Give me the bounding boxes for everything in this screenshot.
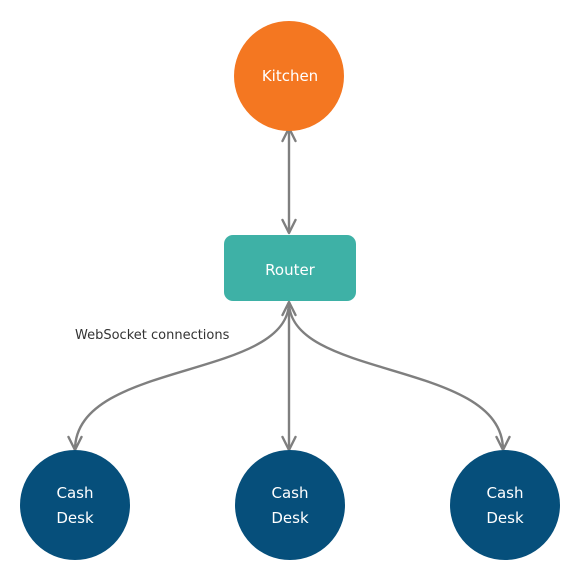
arrowhead-cash-desk-3 xyxy=(495,435,511,452)
node-cash-desk-2[interactable]: Cash Desk xyxy=(235,450,345,560)
cash-desk-2-circle xyxy=(235,450,345,560)
cash-desk-3-label-line2: Desk xyxy=(486,509,524,527)
cash-desk-3-label-line1: Cash xyxy=(487,484,524,502)
node-cash-desk-1[interactable]: Cash Desk xyxy=(20,450,130,560)
node-cash-desk-3[interactable]: Cash Desk xyxy=(450,450,560,560)
cash-desk-1-circle xyxy=(20,450,130,560)
cash-desk-1-label-line2: Desk xyxy=(56,509,94,527)
arrowhead-router-top xyxy=(281,218,297,235)
node-kitchen[interactable]: Kitchen xyxy=(234,21,344,131)
cash-desk-3-circle xyxy=(450,450,560,560)
cash-desk-2-label-line2: Desk xyxy=(271,509,309,527)
node-router[interactable]: Router xyxy=(224,235,356,301)
edge-router-cash-desk-1 xyxy=(73,301,291,451)
edge-label-websocket: WebSocket connections xyxy=(75,328,230,343)
edge-router-cash-desk-3 xyxy=(287,301,505,451)
kitchen-label: Kitchen xyxy=(262,67,318,85)
arrowhead-cash-desk-2 xyxy=(281,435,297,452)
arrowhead-router-bottom xyxy=(281,300,297,317)
edges: WebSocket connections xyxy=(67,126,511,452)
kitchen-circle xyxy=(234,21,344,131)
cash-desk-2-label-line1: Cash xyxy=(272,484,309,502)
router-box xyxy=(224,235,356,301)
router-label: Router xyxy=(265,261,316,279)
cash-desk-1-label-line1: Cash xyxy=(57,484,94,502)
